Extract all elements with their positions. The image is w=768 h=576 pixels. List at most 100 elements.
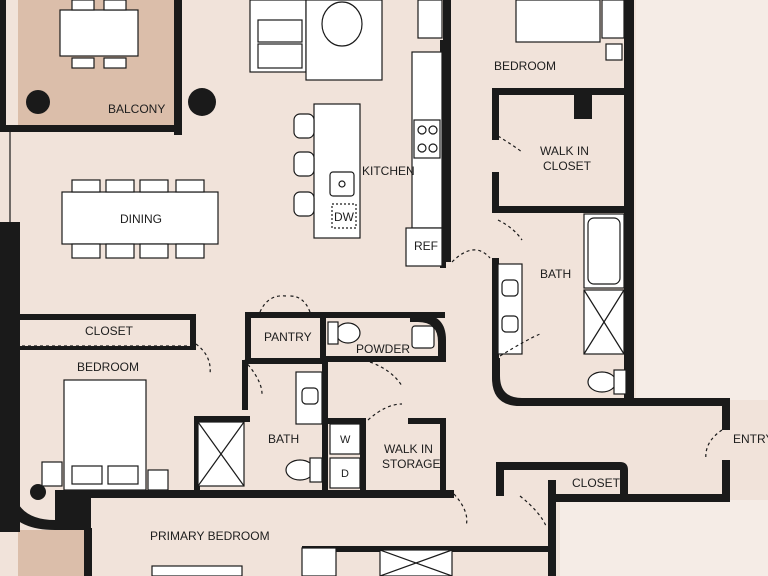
room-label-bath-center: BATH <box>268 432 299 446</box>
primary-bed <box>151 565 243 576</box>
wall-storage-right <box>440 418 446 494</box>
wall-wd-top <box>328 418 366 424</box>
washer <box>329 423 361 455</box>
wall-bath-right <box>322 362 328 492</box>
wall-corner-block <box>55 490 91 530</box>
door-swing <box>453 493 468 527</box>
dining-chair <box>71 179 101 193</box>
door-swing <box>519 495 547 527</box>
wall-closet-pillar <box>574 95 592 119</box>
wall-pantry-bottom <box>245 358 325 364</box>
dining-chair <box>105 179 135 193</box>
dining-chair <box>71 243 101 259</box>
room-label-closet-entry: CLOSET <box>572 476 621 490</box>
dining-chair <box>175 179 205 193</box>
room-label-powder: POWDER <box>356 342 410 356</box>
balcony-chair <box>103 57 127 69</box>
balcony-chair <box>71 57 95 69</box>
wall-balcony-right <box>174 0 182 135</box>
balcony-chair <box>71 0 95 11</box>
balcony-table <box>59 9 139 57</box>
refrigerator <box>405 227 443 267</box>
balcony-chair <box>103 0 127 11</box>
wall-pantry-left <box>245 314 251 364</box>
toilet-tank <box>327 321 339 345</box>
wall-left-mid <box>0 222 20 532</box>
wall-bedroom-left <box>443 0 451 262</box>
door-swing <box>259 295 287 313</box>
wall-wd-right <box>360 418 366 492</box>
nightstand <box>41 461 63 487</box>
room-label-entry: ENTRY <box>733 432 768 446</box>
balcony-planter <box>26 90 50 114</box>
nightstand <box>147 469 169 491</box>
room-label-bedroom-top: BEDROOM <box>494 59 556 73</box>
wall-entry-right <box>722 398 730 430</box>
sofa-cushion <box>257 43 303 69</box>
dining-chair <box>105 243 135 259</box>
room-label-walk-in-closet-2: CLOSET <box>543 159 592 173</box>
bar-stool <box>293 113 315 139</box>
appliance-label-dryer: D <box>341 468 349 480</box>
dining-chair <box>139 179 169 193</box>
door-swing <box>497 219 523 241</box>
door-swing <box>243 359 263 395</box>
sink <box>329 171 355 197</box>
door-swing <box>451 249 491 263</box>
wall-lower-left <box>84 528 92 576</box>
primary-vanity <box>301 547 337 576</box>
dining-chair <box>139 243 169 259</box>
nightstand <box>601 0 625 39</box>
room-label-pantry: PANTRY <box>264 330 312 344</box>
wall-entry-bottom <box>556 494 730 502</box>
dryer <box>329 457 361 489</box>
sink-drain <box>338 180 346 188</box>
wall-bath-curve <box>492 358 634 406</box>
wall-balcony-bottom <box>0 125 182 132</box>
toilet <box>335 322 361 344</box>
wall-bath-left <box>194 416 200 494</box>
toilet-tank <box>613 369 627 395</box>
wall-bath-top <box>194 416 250 422</box>
powder-sink <box>411 325 435 349</box>
appliance-label-refrigerator: REF <box>414 239 438 253</box>
lamp <box>30 484 46 500</box>
exterior-right <box>636 0 768 400</box>
room-label-bath-right: BATH <box>540 267 571 281</box>
room-label-kitchen: KITCHEN <box>362 164 415 178</box>
wall-closet-left-lower <box>492 172 499 212</box>
sofa-cushion <box>257 19 303 43</box>
door-swing <box>705 429 723 461</box>
shower-line <box>197 421 245 487</box>
room-label-dining: DINING <box>120 212 162 226</box>
burner <box>428 143 438 153</box>
room-label-walk-in-closet-1: WALK IN <box>540 144 589 158</box>
balcony-planter <box>188 88 216 116</box>
door-swing <box>195 343 211 375</box>
wall-closet-bottom-left <box>18 346 196 350</box>
door-swing <box>369 361 403 387</box>
burner <box>428 125 438 135</box>
wall-powder-bottom <box>326 356 446 362</box>
wall-entry-closet <box>496 462 628 500</box>
bathtub-inner <box>587 217 621 285</box>
wall-pantry-right <box>320 314 326 364</box>
toilet <box>587 371 617 393</box>
room-label-bedroom-left: BEDROOM <box>77 360 139 374</box>
pillow <box>71 465 103 485</box>
room-label-walk-in-storage-1: WALK IN <box>384 442 433 456</box>
bar-stool <box>293 191 315 217</box>
wall-left-upper <box>0 0 6 130</box>
shower-line <box>379 549 453 576</box>
armchair <box>321 1 363 47</box>
room-label-closet-left: CLOSET <box>85 324 134 338</box>
wall-closet-bottom <box>492 206 626 213</box>
cooktop <box>413 119 441 159</box>
wall-kitchen-right <box>440 40 446 268</box>
bar-stool <box>293 151 315 177</box>
nightstand-lamp <box>605 43 623 61</box>
wall-powder-curve <box>410 314 446 362</box>
wall-bedroom-left-right <box>242 360 248 410</box>
vanity-sink <box>501 279 519 297</box>
